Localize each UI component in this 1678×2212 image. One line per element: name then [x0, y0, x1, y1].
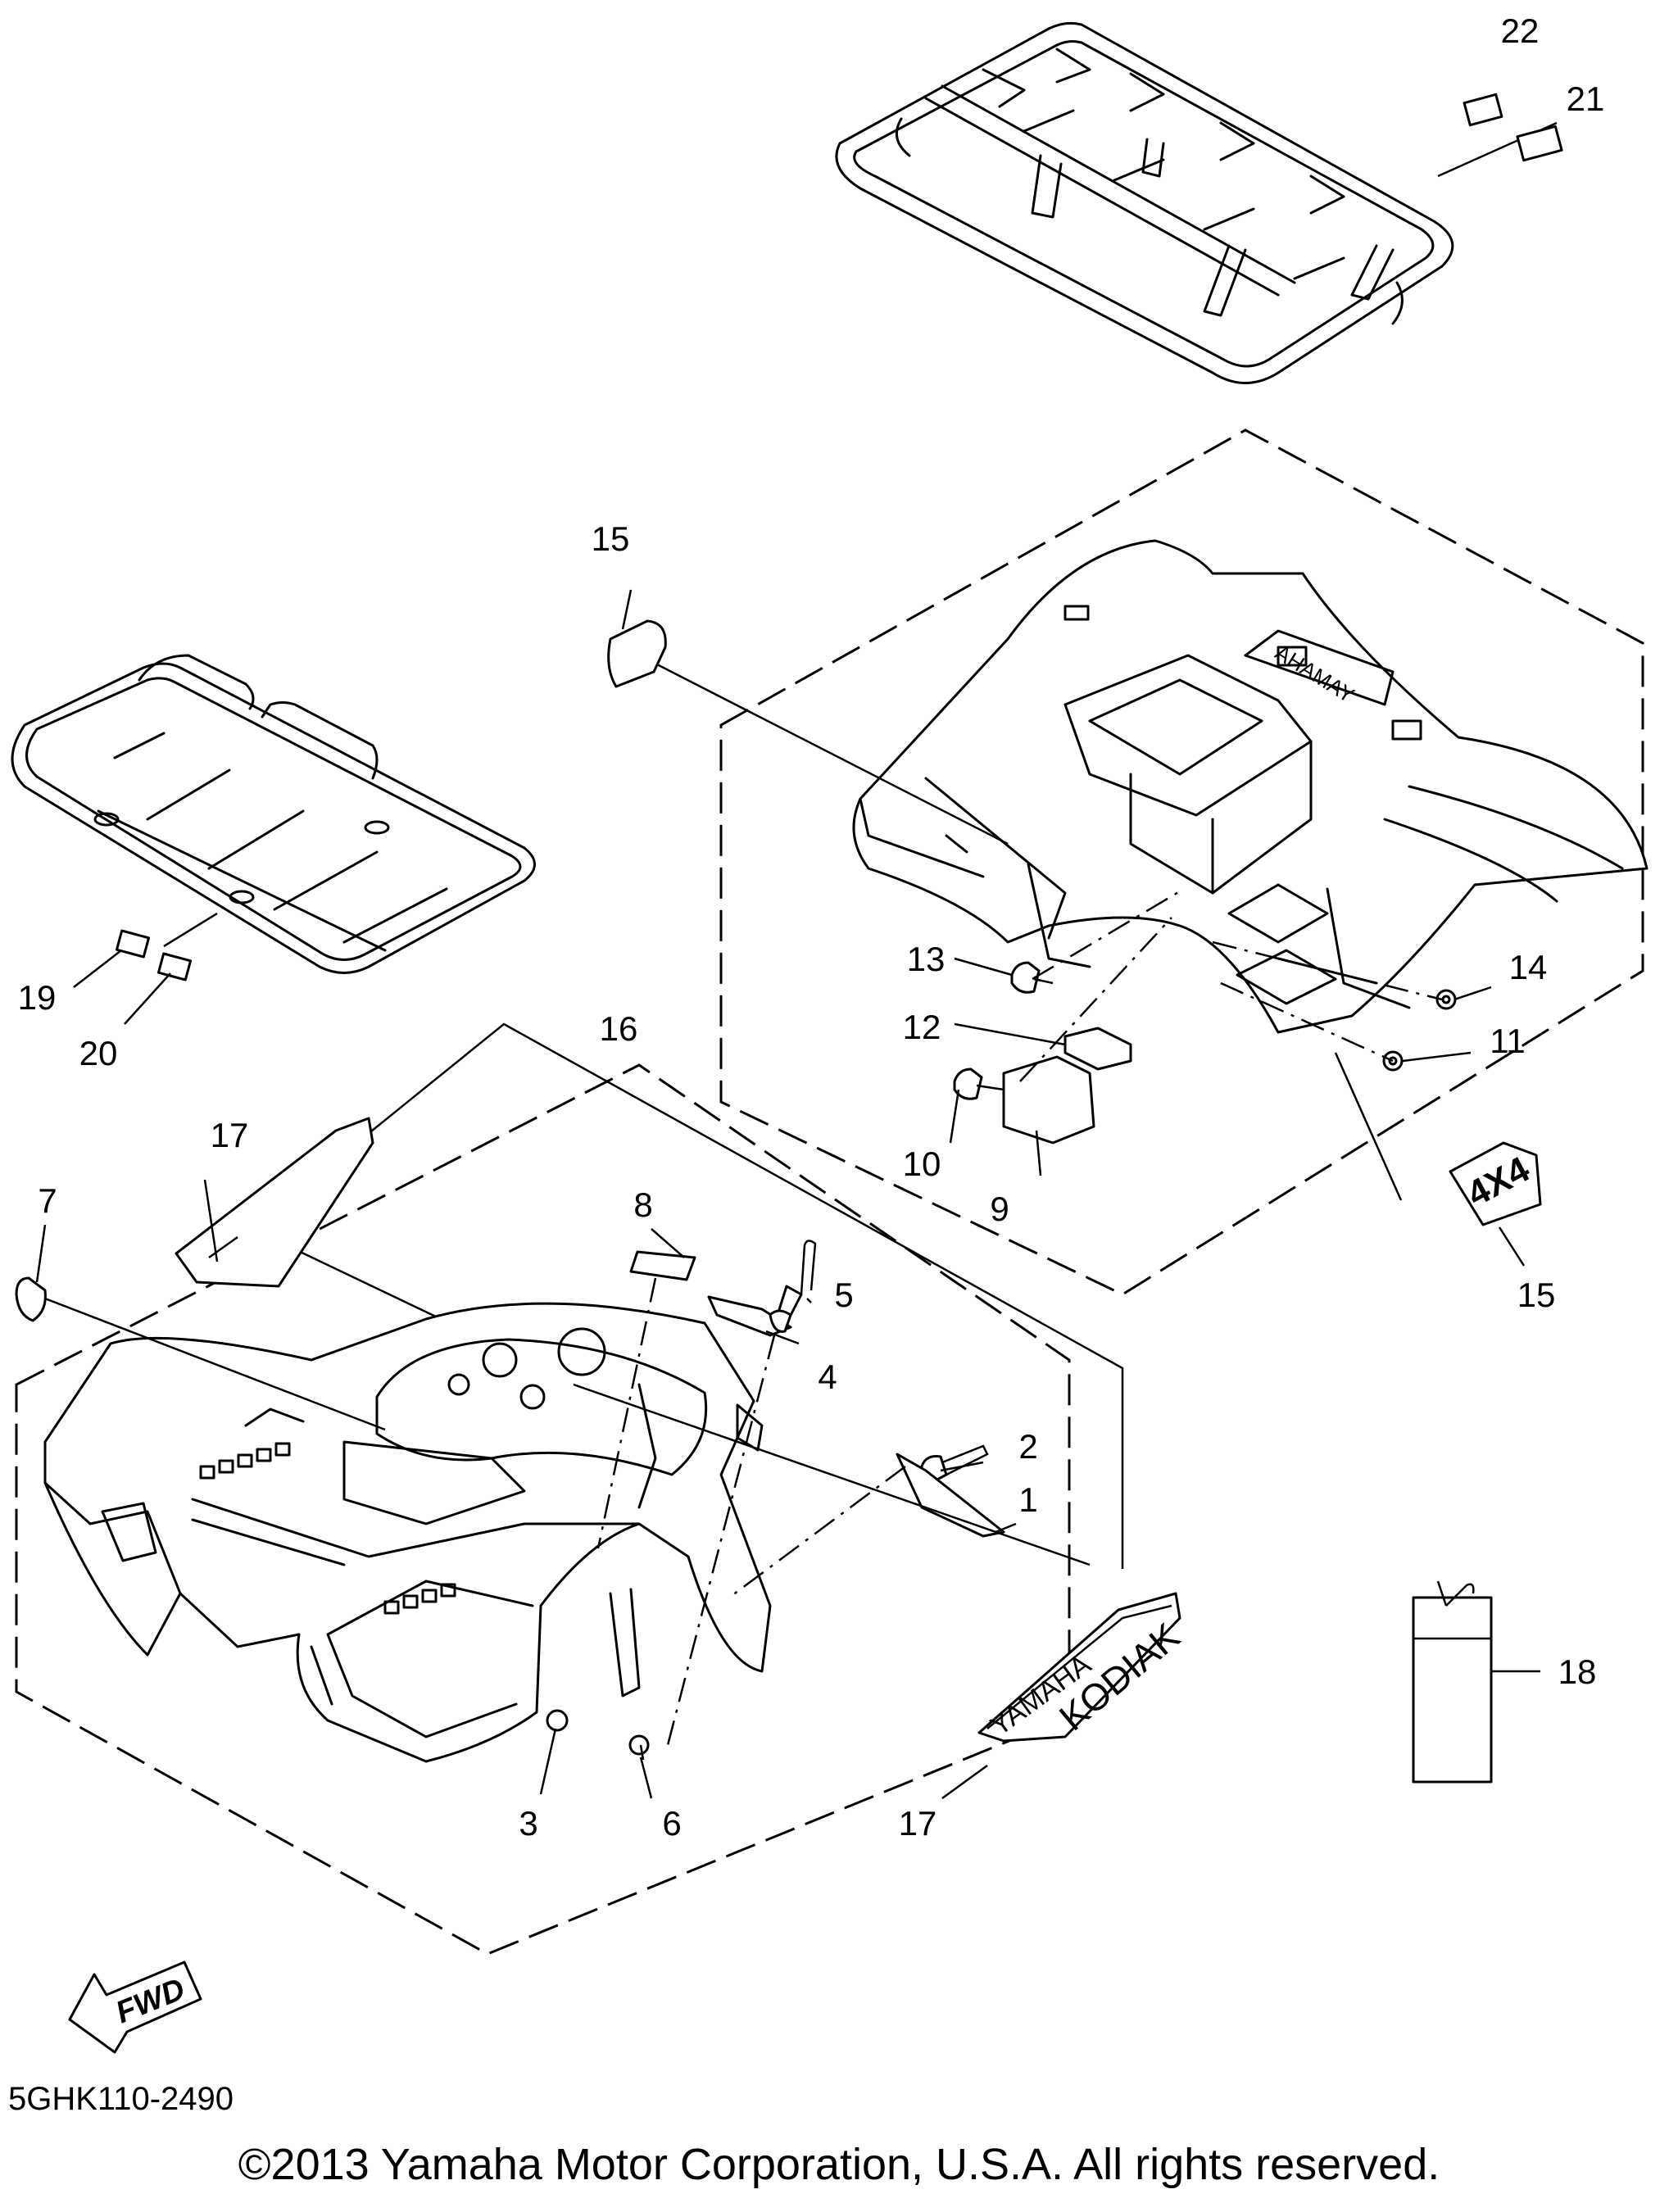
bracket-1: [896, 1453, 1005, 1538]
callout-17-left: 17: [211, 1116, 249, 1154]
leader-15-rear: [655, 662, 1009, 845]
decal-19: [115, 929, 151, 959]
callout-8: 8: [633, 1185, 652, 1224]
callout-18: 18: [1558, 1652, 1597, 1691]
callout-2: 2: [1018, 1427, 1037, 1466]
callout-12: 12: [903, 1008, 941, 1046]
stripe-17-yamaha-kodiak: YAMAHA KODIAK: [977, 1592, 1188, 1743]
callout-1: 1: [1018, 1480, 1037, 1519]
leader-19-20: [163, 912, 218, 948]
rear-fender: YAMAHA: [852, 539, 1649, 1034]
washer-3: [546, 1709, 569, 1732]
leader-16: [311, 1022, 1124, 1569]
callout-9: 9: [990, 1190, 1009, 1228]
callout-15-top: 15: [592, 519, 630, 558]
callout-13: 13: [907, 940, 946, 978]
decal-21: [1516, 125, 1563, 162]
callout-21: 21: [1567, 79, 1605, 118]
decal-20: [156, 952, 193, 981]
fwd-arrow: FWD: [68, 1960, 202, 2054]
callout-3: 3: [519, 1804, 537, 1843]
label-tag-18: [1412, 1580, 1540, 1784]
leader-7: [44, 1297, 386, 1431]
front-fender: [43, 1302, 772, 1763]
washer-6: [628, 1734, 650, 1756]
callout-11: 11: [1490, 1022, 1526, 1060]
callout-6: 6: [662, 1804, 681, 1843]
decal-8: [629, 1250, 696, 1281]
callout-19: 19: [18, 978, 57, 1017]
callout-10: 10: [903, 1145, 941, 1183]
callout-17-stripe: 17: [899, 1804, 937, 1843]
callout-22: 22: [1501, 11, 1540, 50]
front-fender-vents: [199, 1442, 456, 1615]
diagram-code: 5GHK110-2490: [8, 2081, 234, 2117]
callout-15-badge: 15: [1517, 1276, 1556, 1314]
decal-22: [1463, 93, 1503, 127]
side-stripe-17-left: [175, 1117, 374, 1288]
callout-16: 16: [600, 1009, 638, 1048]
badge-4x4-15: 4X4: [1449, 1141, 1542, 1226]
rear-decal-15: [607, 619, 667, 688]
rear-carrier: [835, 21, 1454, 384]
fasteners-9-14: [953, 887, 1457, 1145]
callout-14: 14: [1509, 948, 1548, 986]
copyright: ©2013 Yamaha Motor Corporation, U.S.A. A…: [238, 2140, 1440, 2189]
callout-20: 20: [79, 1034, 118, 1072]
rear-fender-boundary: [719, 428, 1644, 1296]
callout-5: 5: [834, 1276, 853, 1314]
front-carrier: [11, 654, 536, 974]
decal-7: [15, 1276, 47, 1322]
callout-7: 7: [38, 1181, 57, 1220]
callout-4: 4: [818, 1358, 837, 1396]
fastener-5: [769, 1240, 817, 1333]
